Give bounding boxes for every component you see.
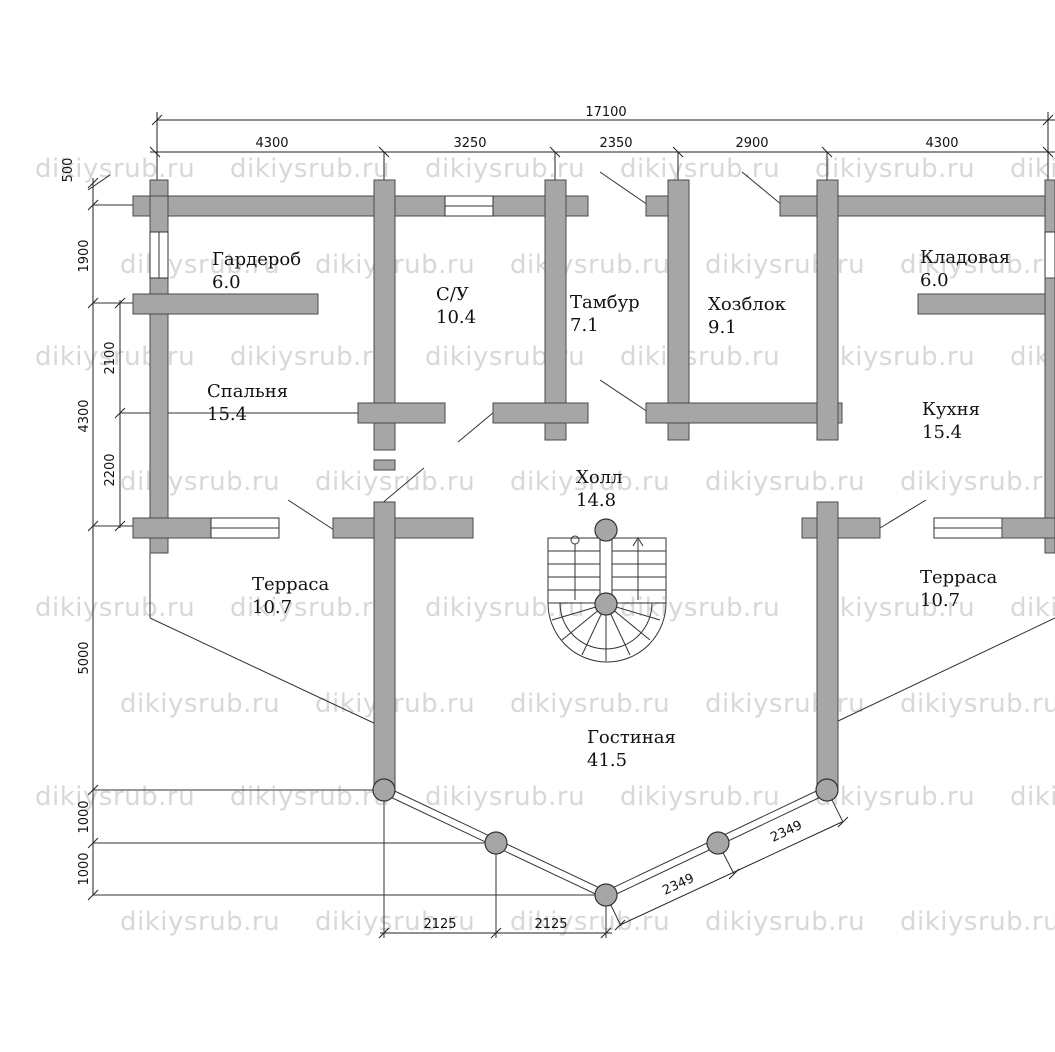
room-pantry-area: 6.0: [920, 270, 949, 291]
dim-top-1: 4300: [255, 136, 288, 151]
watermark-text: dikiysrub.ru: [620, 154, 780, 184]
spiral-staircase: [547, 518, 667, 663]
dim-top-3: 2350: [599, 136, 632, 151]
watermark-text: dikiysrub.ru: [1010, 593, 1055, 623]
room-kitchen-area: 15.4: [922, 422, 962, 443]
column-bay-left: [484, 831, 508, 855]
room-wardrobe-area: 6.0: [212, 272, 241, 293]
column-left: [372, 778, 396, 802]
room-kitchen-name: Кухня: [922, 399, 980, 420]
watermark-text: dikiysrub.ru: [705, 250, 865, 280]
watermark-text: dikiysrub.ru: [705, 467, 865, 497]
room-bedroom-area: 15.4: [207, 404, 247, 425]
walls: [132, 179, 1055, 791]
watermark-text: dikiysrub.ru: [230, 342, 390, 372]
watermark-text: dikiysrub.ru: [510, 689, 670, 719]
dim-overall: 17100: [585, 105, 626, 120]
watermark-text: dikiysrub.ru: [230, 593, 390, 623]
watermark-text: dikiysrub.ru: [425, 593, 585, 623]
room-terrace-right-name: Терраса: [920, 567, 998, 588]
watermark-text: dikiysrub.ru: [510, 250, 670, 280]
room-living-area: 41.5: [587, 750, 627, 771]
watermark-text: dikiysrub.ru: [120, 689, 280, 719]
dim-top-4: 2900: [735, 136, 768, 151]
room-terrace-left-area: 10.7: [252, 597, 292, 618]
watermark-text: dikiysrub.ru: [620, 782, 780, 812]
room-wardrobe-name: Гардероб: [212, 249, 301, 270]
room-pantry-name: Кладовая: [920, 247, 1010, 268]
column-bay-center: [594, 883, 618, 907]
room-terrace-right-area: 10.7: [920, 590, 960, 611]
column-bay-right: [706, 831, 730, 855]
watermark-text: dikiysrub.ru: [315, 907, 475, 937]
dim-left-5: 2200: [103, 453, 118, 486]
watermark-text: dikiysrub.ru: [510, 467, 670, 497]
watermark-text: dikiysrub.ru: [815, 593, 975, 623]
dim-left-6: 5000: [77, 641, 92, 674]
watermark-text: dikiysrub.ru: [510, 907, 670, 937]
room-vestibule-name: Тамбур: [570, 292, 640, 313]
dim-left-3: 2100: [103, 341, 118, 374]
dim-left-1: 500: [61, 158, 76, 183]
dim-bottom-1: 2125: [423, 917, 456, 932]
posts: [372, 778, 839, 907]
dim-top-2: 3250: [453, 136, 486, 151]
room-terrace-left-name: Терраса: [252, 574, 330, 595]
watermark-text: dikiysrub.ru: [120, 907, 280, 937]
watermark-text: dikiysrub.ru: [900, 467, 1055, 497]
room-bathroom-name: С/У: [436, 284, 469, 305]
watermark-text: dikiysrub.ru: [900, 689, 1055, 719]
room-utility-name: Хозблок: [708, 294, 787, 315]
watermark-text: dikiysrub.ru: [900, 250, 1055, 280]
watermark-text: dikiysrub.ru: [705, 907, 865, 937]
dim-bottom-2: 2125: [534, 917, 567, 932]
watermark-text: dikiysrub.ru: [425, 782, 585, 812]
watermark-text: dikiysrub.ru: [230, 782, 390, 812]
room-bedroom-name: Спальня: [207, 381, 288, 402]
watermark-text: dikiysrub.ru: [120, 250, 280, 280]
watermark-text: dikiysrub.ru: [120, 467, 280, 497]
room-vestibule-area: 7.1: [570, 315, 599, 336]
watermark-text: dikiysrub.ru: [425, 154, 585, 184]
room-labels: Гардероб 6.0 С/У 10.4 Тамбур 7.1 Хозблок…: [207, 247, 1010, 771]
dim-top-5: 4300: [925, 136, 958, 151]
watermark-text: dikiysrub.ru: [620, 342, 780, 372]
watermark-text: dikiysrub.ru: [900, 907, 1055, 937]
watermark-text: dikiysrub.ru: [230, 154, 390, 184]
watermark-text: dikiysrub.ru: [1010, 782, 1055, 812]
watermark-text: dikiysrub.ru: [815, 782, 975, 812]
dim-left-4: 4300: [77, 399, 92, 432]
watermark-text: dikiysrub.ru: [705, 689, 865, 719]
watermark-text: dikiysrub.ru: [35, 782, 195, 812]
room-living-name: Гостиная: [587, 727, 676, 748]
dim-left-7: 1000: [77, 800, 92, 833]
room-hall-area: 14.8: [576, 490, 616, 511]
watermark-text: dikiysrub.ru: [620, 593, 780, 623]
room-utility-area: 9.1: [708, 317, 737, 338]
dim-diag-1: 2349: [660, 871, 696, 899]
watermark-text: dikiysrub.ru: [35, 154, 195, 184]
dimension-lines: [87, 112, 1055, 939]
dimension-labels: 17100 4300 3250 2350 2900 4300 500 1900 …: [61, 105, 959, 932]
watermark-text: dikiysrub.ru: [35, 593, 195, 623]
dim-left-8: 1000: [77, 852, 92, 885]
room-bathroom-area: 10.4: [436, 307, 476, 328]
dim-left-2: 1900: [77, 239, 92, 272]
watermark-text: dikiysrub.ru: [815, 154, 975, 184]
watermark-text: dikiysrub.ru: [815, 342, 975, 372]
column-right: [815, 778, 839, 802]
room-hall-name: Холл: [576, 467, 623, 488]
